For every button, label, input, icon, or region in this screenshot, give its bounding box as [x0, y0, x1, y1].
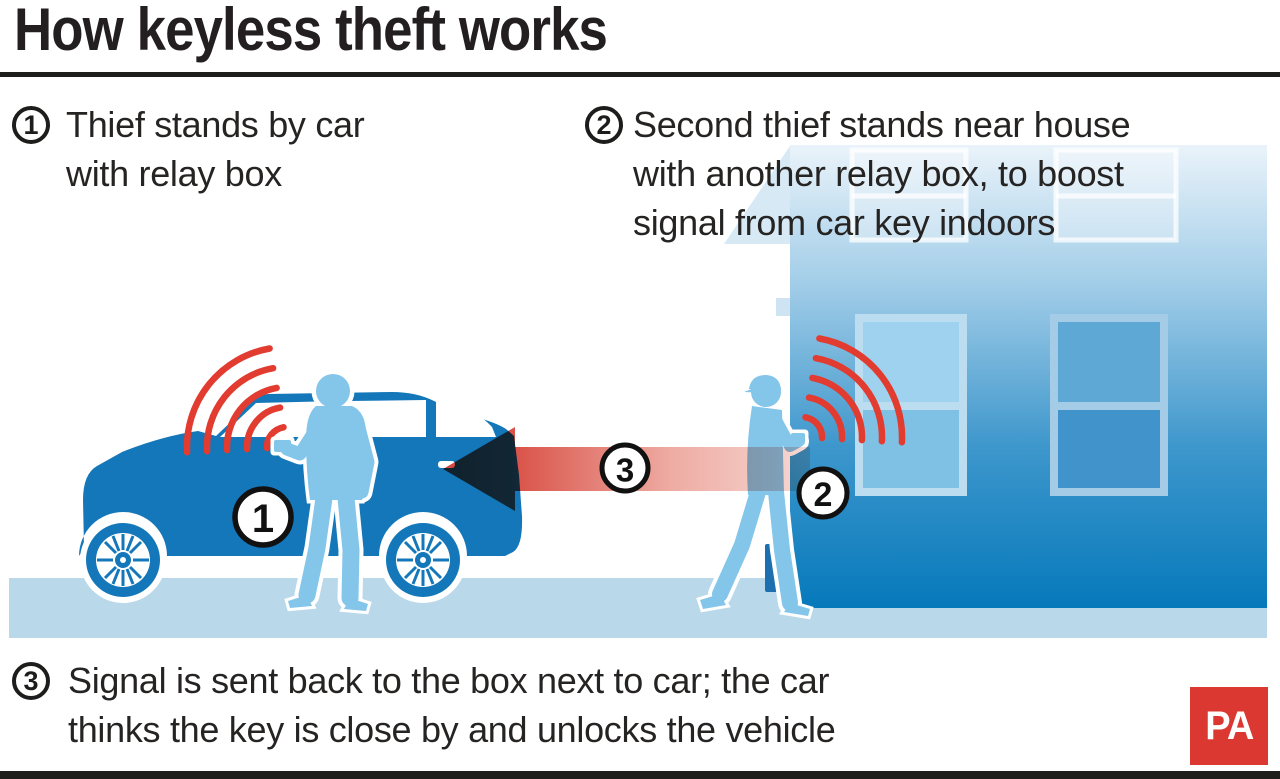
marker-3-label: 3	[616, 452, 634, 489]
house-window-left	[855, 314, 967, 496]
title-divider	[0, 72, 1280, 77]
thief2-cap-brim	[744, 383, 766, 393]
step-1-line-2: with relay box	[66, 153, 282, 194]
car-front-wheel	[80, 517, 166, 603]
step-2-badge: 2	[585, 106, 623, 144]
step-1-badge: 1	[12, 106, 50, 144]
car-rear-wheel	[380, 517, 466, 603]
radio-signal-arcs-house	[802, 335, 906, 446]
step-3-line-1: Signal is sent back to the box next to c…	[68, 660, 830, 701]
illustration-markers: 1 2 3	[232, 442, 850, 548]
house-sill	[776, 298, 790, 316]
second-thief	[696, 372, 814, 620]
house-window-right	[1050, 314, 1168, 496]
thief-by-car	[270, 369, 379, 615]
marker-2-label: 2	[814, 476, 833, 514]
thief2-cap	[749, 375, 781, 390]
pa-logo: PA	[1190, 687, 1268, 765]
marker-2: 2	[796, 466, 850, 520]
thief1-head	[316, 374, 350, 408]
step-2-line-2: with another relay box, to boost	[633, 153, 1124, 194]
page-title: How keyless theft works	[14, 0, 608, 63]
bottom-divider	[0, 771, 1280, 779]
step-1-line-1: Thief stands by car	[66, 104, 365, 145]
house	[724, 145, 1267, 608]
relay-box-car	[274, 440, 291, 452]
step-2-line-3: signal from car key indoors	[633, 202, 1056, 243]
marker-3: 3	[599, 442, 651, 494]
house-roof-gable	[724, 146, 790, 244]
step-3-badge: 3	[12, 662, 50, 700]
pa-logo-text: PA	[1204, 703, 1254, 748]
step-2-text: Second thief stands near house with anot…	[633, 100, 1131, 247]
step-1-text: Thief stands by car with relay box	[66, 100, 365, 198]
house-upper-windows	[849, 147, 1179, 243]
radio-signal-arcs-car	[183, 345, 287, 456]
step-3-text: Signal is sent back to the box next to c…	[68, 656, 836, 754]
marker-1-label: 1	[252, 497, 274, 541]
step-2-line-1: Second thief stands near house	[633, 104, 1131, 145]
relay-box-house	[791, 433, 805, 444]
signal-arrow	[443, 427, 810, 511]
marker-1: 1	[232, 486, 294, 548]
step-3-line-2: thinks the key is close by and unlocks t…	[68, 709, 836, 750]
